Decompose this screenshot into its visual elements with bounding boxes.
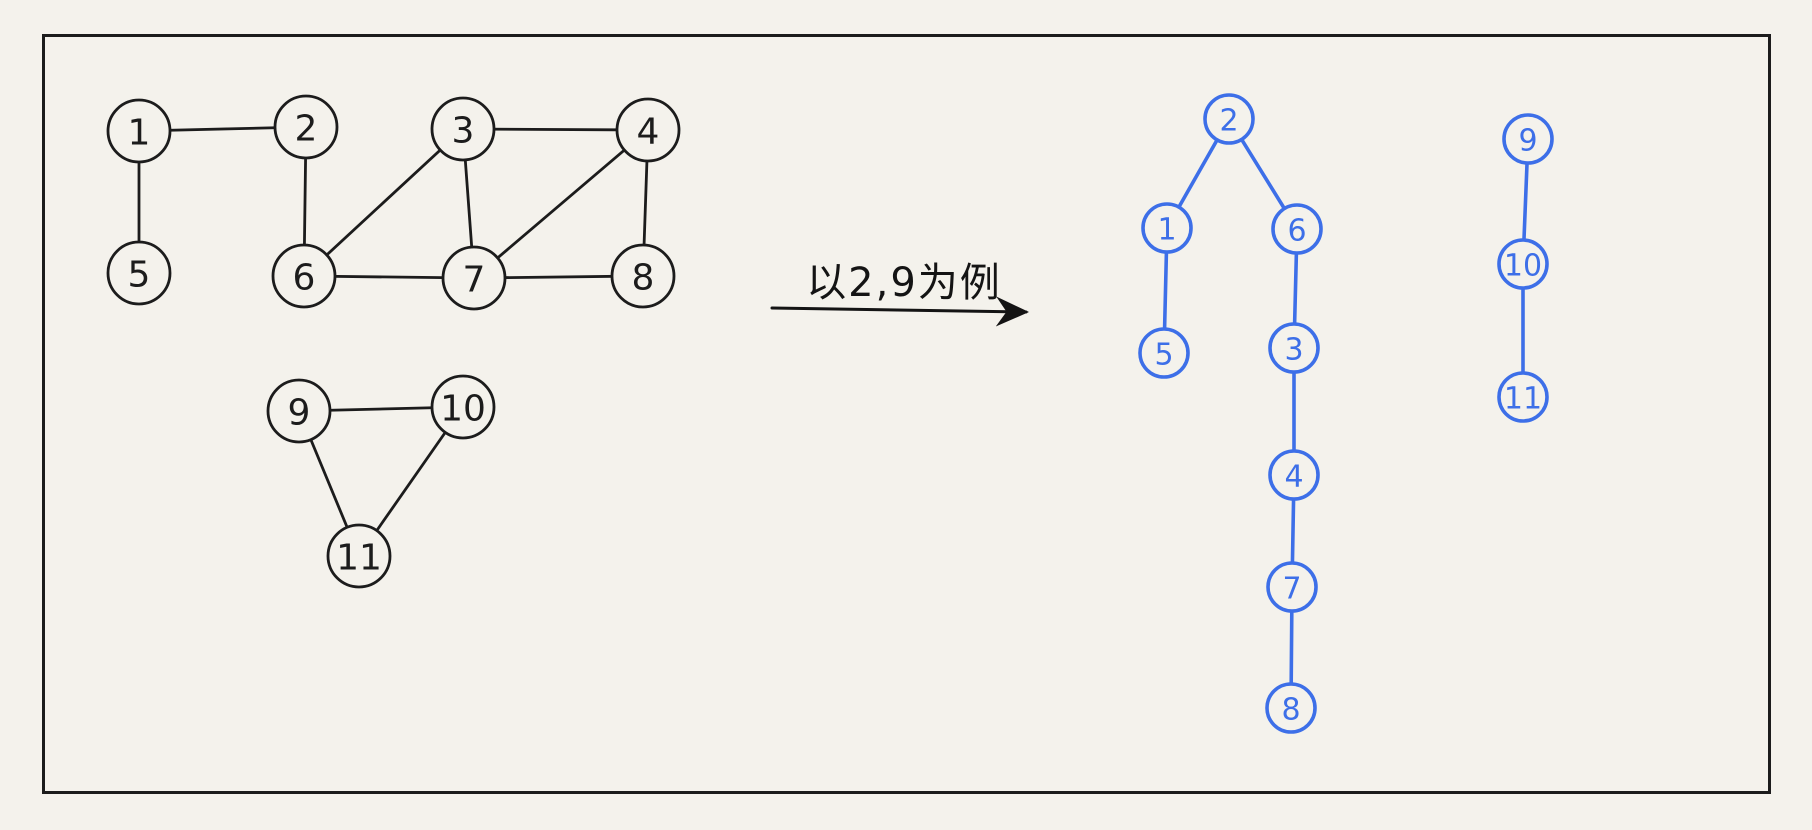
traversal-tree-root-9: 9 10 11: [1497, 113, 1554, 423]
node-label-3: 3: [1284, 333, 1303, 368]
node-label-1: 1: [128, 113, 151, 154]
node-label-4: 4: [1284, 460, 1303, 495]
node-label-5: 5: [128, 255, 151, 296]
edge-3-6: [302, 127, 465, 278]
node-label-9: 9: [288, 393, 311, 434]
node-label-1: 1: [1157, 213, 1176, 248]
node-circle-9: [266, 378, 332, 444]
node-label-2: 2: [1219, 104, 1238, 139]
node-circle-5: [106, 240, 172, 306]
node-label-2: 2: [295, 109, 318, 150]
node-circle-10: [430, 374, 496, 440]
node-label-3: 3: [452, 111, 475, 152]
node-label-10: 10: [440, 389, 486, 430]
node-label-4: 4: [637, 112, 660, 153]
node-circle-10: [1497, 238, 1549, 290]
node-label-7: 7: [463, 260, 486, 301]
original-graph-b: 9 10 11: [266, 374, 496, 589]
node-circle-9: [1502, 113, 1554, 165]
node-circle-3: [430, 96, 496, 162]
node-label-6: 6: [293, 258, 316, 299]
node-label-11: 11: [336, 538, 382, 579]
node-circle-4: [615, 97, 681, 163]
node-circle-6: [271, 243, 337, 309]
node-circle-7: [1266, 561, 1318, 613]
node-circle-6: [1271, 203, 1323, 255]
node-circle-8: [610, 243, 676, 309]
node-label-10: 10: [1504, 249, 1542, 284]
example-arrow: [770, 296, 1029, 327]
node-circle-4: [1268, 449, 1320, 501]
node-circle-5: [1138, 327, 1190, 379]
node-label-11: 11: [1504, 382, 1542, 417]
node-label-7: 7: [1282, 572, 1301, 607]
node-circle-7: [441, 245, 507, 311]
original-graph-a: 1 2 3 4 5 6 7 8: [106, 94, 681, 311]
example-annotation-text: 以2,9为例: [806, 260, 1002, 306]
node-label-5: 5: [1154, 338, 1173, 373]
node-label-8: 8: [1281, 693, 1300, 728]
node-circle-8: [1265, 682, 1317, 734]
node-circle-2: [1203, 93, 1255, 145]
node-circle-2: [273, 94, 339, 160]
node-label-8: 8: [632, 258, 655, 299]
traversal-tree-root-2: 2 1 6 5 3 4 7 8: [1138, 93, 1323, 734]
node-circle-3: [1268, 322, 1320, 374]
node-circle-1: [1141, 202, 1193, 254]
edge-4-7: [472, 128, 650, 280]
node-label-9: 9: [1518, 124, 1537, 159]
frame-border: [42, 34, 1771, 794]
node-circle-11: [1497, 371, 1549, 423]
node-circle-1: [106, 98, 172, 164]
node-label-6: 6: [1287, 214, 1306, 249]
node-circle-11: [326, 523, 392, 589]
